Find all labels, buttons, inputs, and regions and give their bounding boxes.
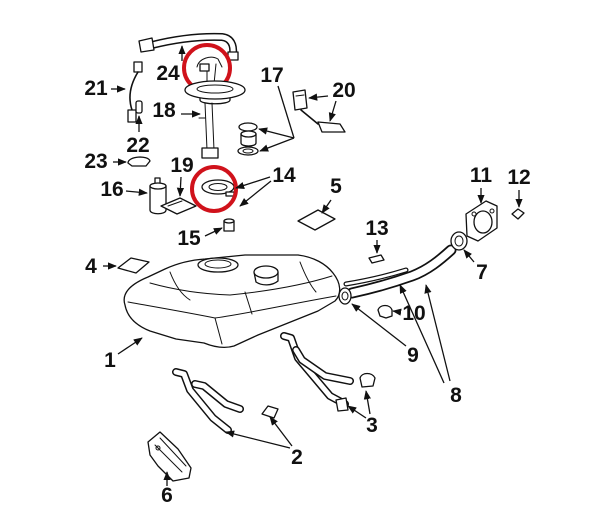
callout-12: 12 bbox=[507, 166, 530, 189]
leader-line-19 bbox=[176, 176, 185, 197]
callout-22: 22 bbox=[126, 134, 149, 157]
leader-line-2b bbox=[269, 416, 293, 447]
leader-line-2a bbox=[225, 430, 291, 449]
leader-line-20a bbox=[308, 93, 329, 101]
heat-shield bbox=[147, 431, 192, 482]
leader-line-3a bbox=[347, 405, 367, 419]
callout-7: 7 bbox=[476, 261, 488, 284]
callout-17: 17 bbox=[260, 64, 283, 87]
leader-lines bbox=[103, 45, 523, 486]
callout-14: 14 bbox=[272, 164, 296, 187]
leader-line-15 bbox=[204, 227, 223, 237]
tank-strap-right bbox=[280, 332, 376, 412]
filler-housing bbox=[465, 200, 498, 242]
leader-line-9 bbox=[351, 303, 407, 347]
housing-clip bbox=[511, 208, 525, 220]
leader-line-1 bbox=[117, 337, 143, 355]
leader-line-17b bbox=[259, 137, 295, 152]
callout-6: 6 bbox=[161, 484, 173, 507]
fuel-tank bbox=[123, 254, 341, 349]
highlight-circle-gasket bbox=[190, 165, 238, 213]
leader-line-17a bbox=[258, 127, 295, 139]
leader-line-5 bbox=[321, 199, 332, 214]
leader-line-8a bbox=[424, 284, 451, 382]
callout-3: 3 bbox=[366, 414, 378, 437]
leader-line-14a bbox=[235, 176, 271, 189]
filler-pipe bbox=[343, 244, 457, 299]
pump-clamp bbox=[127, 156, 151, 167]
retainer-nut bbox=[223, 218, 235, 232]
small-connector bbox=[135, 100, 143, 114]
callout-2: 2 bbox=[291, 446, 303, 469]
hose-clamp bbox=[338, 287, 352, 305]
callout-24: 24 bbox=[156, 62, 180, 85]
sender-rod bbox=[198, 102, 219, 159]
seal-ring-stack bbox=[237, 122, 259, 156]
leader-line-8b bbox=[399, 284, 445, 384]
callout-10: 10 bbox=[402, 302, 425, 325]
pipe-clip bbox=[377, 304, 393, 319]
leader-line-17 bbox=[277, 85, 295, 139]
filler-grommet bbox=[450, 231, 468, 251]
upper-insulator-pad bbox=[297, 209, 336, 231]
callout-23: 23 bbox=[84, 150, 107, 173]
callout-labels: 1 2 3 4 5 6 7 8 9 10 11 12 13 14 15 16 1… bbox=[84, 62, 530, 507]
callout-18: 18 bbox=[152, 99, 176, 122]
leader-line-20b bbox=[328, 100, 337, 122]
callout-19: 19 bbox=[170, 154, 193, 177]
pump-strainer bbox=[160, 197, 197, 215]
leader-line-16 bbox=[125, 188, 148, 196]
highlighted-fitting bbox=[196, 56, 223, 85]
wiring-connector bbox=[292, 89, 346, 133]
small-clip bbox=[368, 254, 385, 264]
sender-gasket bbox=[201, 179, 235, 197]
leader-line-14b bbox=[239, 180, 272, 207]
sender-top-plate bbox=[184, 80, 246, 105]
leader-line-7 bbox=[463, 249, 475, 263]
callout-1: 1 bbox=[104, 349, 116, 372]
callout-8: 8 bbox=[450, 384, 462, 407]
fuel-pump bbox=[149, 177, 167, 215]
callout-11: 11 bbox=[470, 164, 493, 187]
leader-line-3b bbox=[363, 390, 371, 415]
side-insulator-pad bbox=[117, 257, 150, 274]
tank-strap-left bbox=[172, 368, 279, 434]
callout-15: 15 bbox=[177, 227, 201, 250]
callout-16: 16 bbox=[100, 178, 123, 201]
callout-9: 9 bbox=[407, 344, 419, 367]
callout-20: 20 bbox=[332, 79, 355, 102]
leader-line-10 bbox=[392, 308, 402, 316]
callout-13: 13 bbox=[365, 217, 388, 240]
callout-21: 21 bbox=[84, 77, 108, 100]
callout-4: 4 bbox=[85, 255, 97, 278]
callout-5: 5 bbox=[330, 175, 342, 198]
